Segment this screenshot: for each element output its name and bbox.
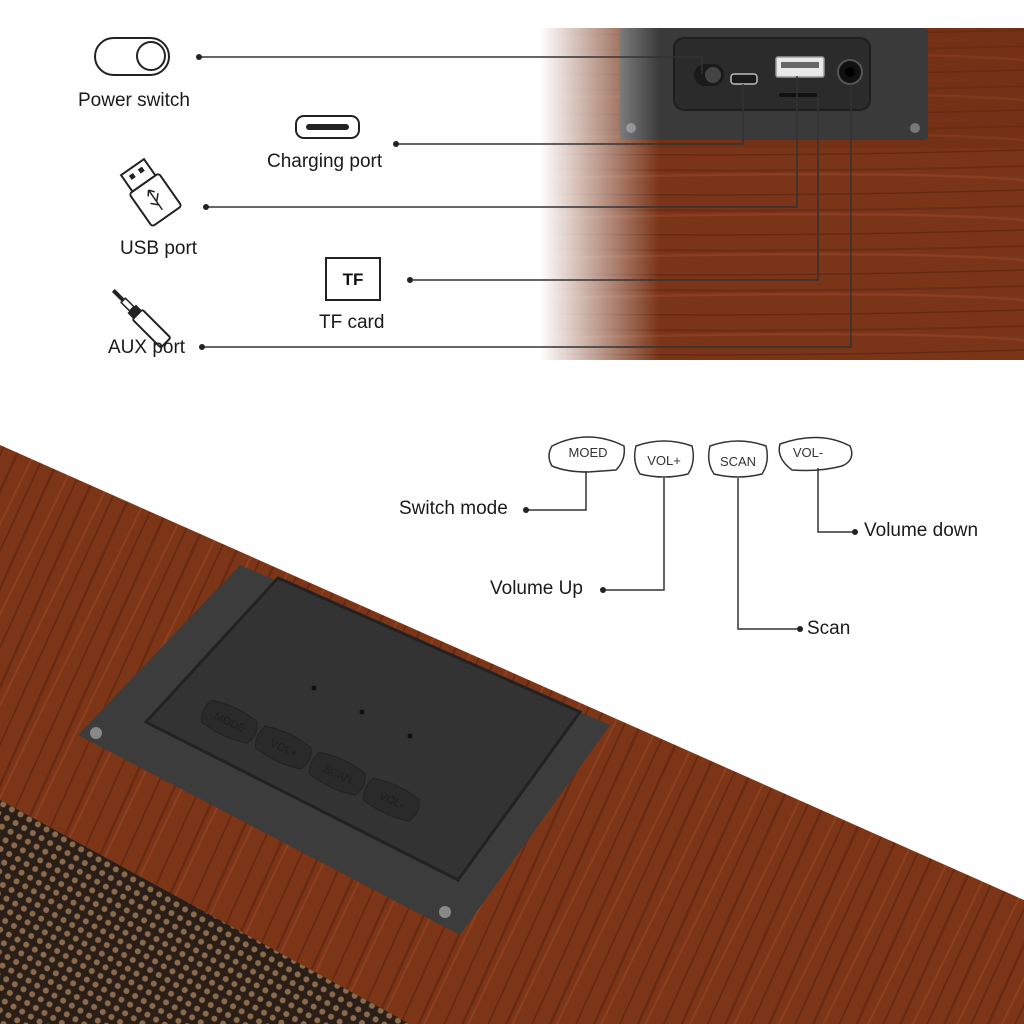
device-vol-minus-button: VOL- (362, 777, 420, 822)
aux-plug-icon (111, 289, 171, 348)
callout-lines-top (199, 56, 852, 348)
switch-mode-label: Switch mode (399, 498, 508, 519)
usb-plug-icon (119, 157, 182, 227)
scan-label: Scan (807, 618, 851, 639)
svg-text:SCAN: SCAN (720, 454, 756, 469)
tf-icon-label: TF (343, 270, 364, 289)
charging-port-icon (295, 115, 360, 139)
device-mode-button: MODE (200, 699, 258, 744)
tf-card-label: TF card (319, 312, 385, 333)
back-panel-photo (540, 28, 1024, 360)
volume-up-label: Volume Up (490, 578, 583, 599)
vol-minus-key-icon: VOL- (778, 436, 853, 472)
vol-plus-key-icon: VOL+ (633, 440, 695, 478)
svg-text:VOL-: VOL- (793, 445, 823, 460)
scan-key-icon: SCAN (707, 440, 769, 478)
aux-port-label: AUX port (108, 337, 186, 358)
callout-dots-top (196, 54, 413, 350)
device-vol-plus-button: VOL+ (254, 725, 312, 770)
speaker-top-photo: MODE VOL+ SCAN VOL- (0, 445, 1024, 1024)
power-switch-icon (94, 37, 170, 76)
screw (90, 727, 102, 739)
tf-card-icon (325, 257, 381, 301)
callout-dots-bottom (523, 507, 858, 632)
svg-text:VOL+: VOL+ (647, 453, 681, 468)
screw (910, 123, 920, 133)
moed-key-icon: MOED (548, 436, 626, 473)
device-scan-button: SCAN (308, 751, 366, 796)
screw (439, 906, 451, 918)
usb-port-label: USB port (120, 238, 198, 259)
charging-port-label: Charging port (267, 151, 383, 172)
power-switch-label: Power switch (78, 90, 190, 111)
svg-text:MOED: MOED (569, 445, 608, 460)
volume-down-label: Volume down (864, 520, 979, 541)
callout-lines-bottom (526, 468, 855, 630)
